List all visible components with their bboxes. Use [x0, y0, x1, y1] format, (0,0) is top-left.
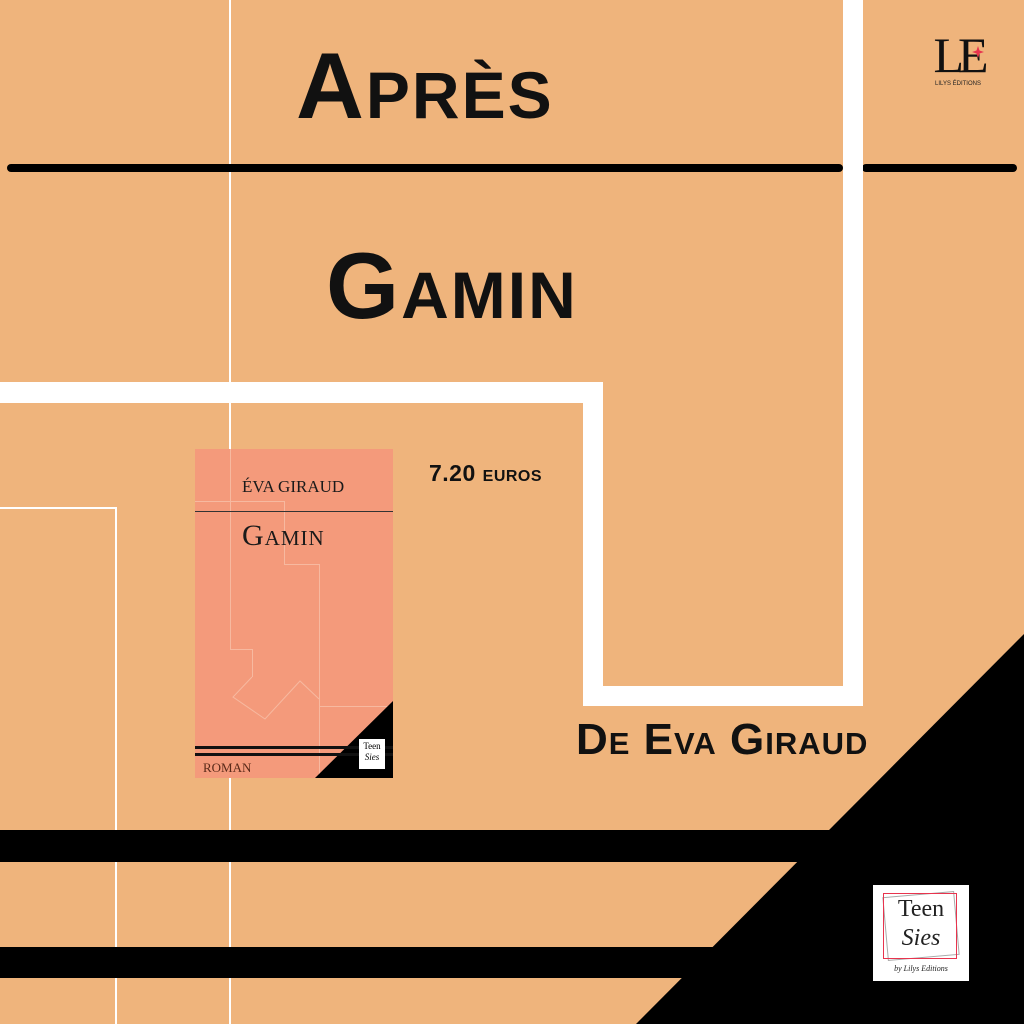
- star-icon: [972, 46, 984, 58]
- price: 7.20 euros: [429, 460, 543, 486]
- cover-author: ÉVA GIRAUD: [242, 477, 345, 496]
- cover-imprint-logo: Teen Sies: [359, 739, 385, 769]
- thick-line-mid-v: [583, 382, 603, 706]
- publisher-monogram: LE: [933, 27, 988, 83]
- thick-line-right-v: [843, 0, 863, 700]
- imprint-line1: Teen: [897, 896, 945, 922]
- imprint-byline: by Lilys Editions: [894, 964, 948, 973]
- imprint-line2: Sies: [901, 925, 941, 951]
- thick-line-left-h: [0, 382, 603, 403]
- thin-corner-line-h: [0, 507, 117, 509]
- title-divider-right: [862, 164, 1017, 172]
- publisher-logo: LE LILYS ÉDITIONS: [922, 30, 994, 94]
- title-divider-left: [7, 164, 843, 172]
- cover-title: Gamin: [242, 519, 325, 552]
- heading-main: Gamin: [326, 233, 578, 338]
- book-cover[interactable]: ÉVA GIRAUD Gamin ROMAN Teen Sies: [195, 449, 393, 778]
- imprint-logo: Teen Sies by Lilys Editions: [873, 885, 969, 981]
- cover-genre: ROMAN: [203, 760, 252, 775]
- heading-top: Après: [296, 33, 554, 138]
- publisher-name: LILYS ÉDITIONS: [935, 81, 981, 87]
- author-line: De Eva Giraud: [576, 715, 869, 764]
- thin-corner-line-v: [115, 507, 117, 1024]
- thick-line-bottom-h: [583, 686, 863, 706]
